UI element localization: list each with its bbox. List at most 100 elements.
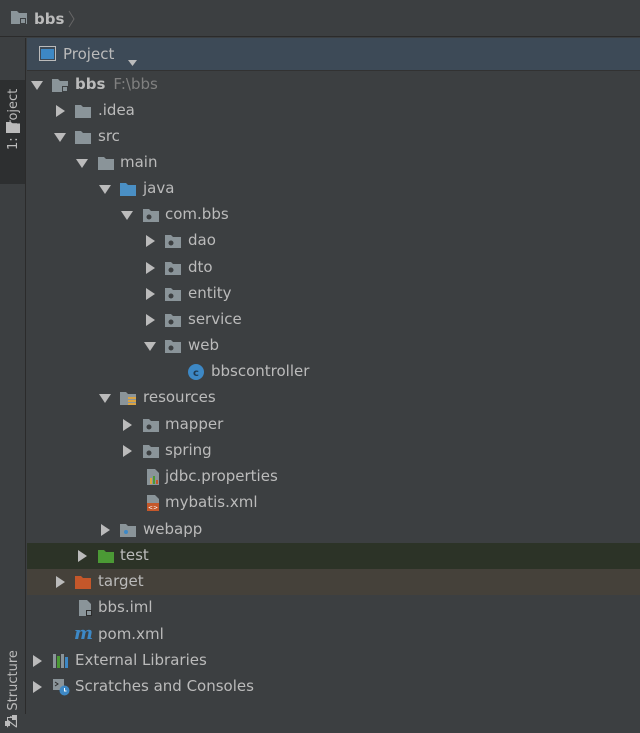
expand-arrow-right-icon[interactable]	[99, 524, 111, 536]
tree-node-label: target	[98, 572, 144, 590]
tree-node-java[interactable]: java	[27, 176, 640, 202]
tree-node-mybatis-xml[interactable]: <> mybatis.xml	[27, 490, 640, 516]
root-path: F:\bbs	[113, 75, 158, 93]
tree-node-label: web	[188, 336, 220, 354]
breadcrumb[interactable]: bbs	[10, 9, 75, 29]
tree-node-label: main	[120, 153, 158, 171]
expand-arrow-down-icon[interactable]	[99, 183, 111, 195]
tree-node-label: java	[143, 179, 175, 197]
tree-node-service[interactable]: service	[27, 307, 640, 333]
tree-node-label: Scratches and Consoles	[75, 677, 254, 695]
panel-title[interactable]: Project	[63, 45, 115, 63]
tree-node-target[interactable]: target	[27, 569, 640, 595]
web-folder-icon	[120, 524, 136, 537]
source-folder-icon	[120, 183, 136, 196]
expand-arrow-right-icon[interactable]	[121, 419, 133, 431]
expand-arrow-right-icon[interactable]	[76, 550, 88, 562]
expand-arrow-down-icon[interactable]	[144, 340, 156, 352]
expand-arrow-right-icon[interactable]	[54, 576, 66, 588]
module-file-icon	[79, 600, 92, 616]
breadcrumb-project-name[interactable]: bbs	[34, 10, 65, 28]
package-icon	[143, 419, 159, 432]
expand-arrow-right-icon[interactable]	[144, 288, 156, 300]
project-panel-header: Project	[27, 38, 640, 71]
tree-node-dao[interactable]: dao	[27, 228, 640, 254]
expand-arrow-right-icon[interactable]	[144, 314, 156, 326]
left-tool-strip: 1: Project Z: Structure	[0, 38, 26, 728]
tree-node-label: webapp	[143, 520, 203, 538]
tree-node-label: entity	[188, 284, 232, 302]
tree-node-label: .idea	[98, 101, 135, 119]
project-folder-icon	[10, 9, 28, 29]
tree-node-scratches[interactable]: Scratches and Consoles	[27, 674, 640, 700]
tree-node-src[interactable]: src	[27, 124, 640, 150]
tree-node-label: External Libraries	[75, 651, 207, 669]
package-icon	[143, 445, 159, 458]
expand-arrow-down-icon[interactable]	[121, 209, 133, 221]
tree-node-label: jdbc.properties	[165, 467, 278, 485]
package-icon	[165, 340, 181, 353]
properties-file-icon	[147, 469, 159, 485]
tree-node-webapp[interactable]: webapp	[27, 517, 640, 543]
package-icon	[165, 314, 181, 327]
tree-node-spring[interactable]: spring	[27, 438, 640, 464]
tree-node-test[interactable]: test	[27, 543, 640, 569]
tree-node-label: dao	[188, 231, 216, 249]
java-class-icon: c	[188, 364, 204, 380]
expand-arrow-down-icon[interactable]	[54, 131, 66, 143]
tree-node-bbscontroller[interactable]: c bbscontroller	[27, 359, 640, 385]
expand-arrow-down-icon[interactable]	[99, 392, 111, 404]
package-icon	[143, 209, 159, 222]
package-icon	[165, 262, 181, 275]
tree-node-web[interactable]: web	[27, 333, 640, 359]
excluded-folder-icon	[75, 576, 91, 589]
expand-arrow-right-icon[interactable]	[31, 681, 43, 693]
expand-arrow-right-icon[interactable]	[121, 445, 133, 457]
expand-arrow-down-icon[interactable]	[76, 157, 88, 169]
package-icon	[165, 235, 181, 248]
tree-node-label: mybatis.xml	[165, 493, 258, 511]
folder-icon	[75, 105, 91, 118]
xml-file-icon: <>	[147, 495, 159, 512]
tree-node-label: src	[98, 127, 120, 145]
expand-arrow-down-icon[interactable]	[31, 79, 43, 91]
chevron-down-icon[interactable]	[128, 52, 137, 70]
tree-node-jdbc-properties[interactable]: jdbc.properties	[27, 464, 640, 490]
project-view-icon	[39, 46, 56, 65]
tree-node-idea[interactable]: .idea	[27, 98, 640, 124]
expand-arrow-right-icon[interactable]	[54, 105, 66, 117]
expand-arrow-right-icon[interactable]	[144, 262, 156, 274]
resources-folder-icon	[120, 392, 136, 405]
tree-node-dto[interactable]: dto	[27, 255, 640, 281]
breadcrumb-separator-icon	[68, 10, 75, 28]
tree-node-bbs-iml[interactable]: bbs.iml	[27, 595, 640, 621]
tree-node-label: mapper	[165, 415, 224, 433]
tree-node-label: service	[188, 310, 242, 328]
tree-node-external-libraries[interactable]: External Libraries	[27, 648, 640, 674]
tree-node-mapper[interactable]: mapper	[27, 412, 640, 438]
tree-node-label: pom.xml	[98, 625, 164, 643]
tree-node-label: com.bbs	[165, 205, 229, 223]
structure-icon	[5, 715, 19, 733]
tree-node-label: bbscontroller	[211, 362, 310, 380]
test-folder-icon	[98, 550, 114, 563]
expand-arrow-right-icon[interactable]	[31, 655, 43, 667]
tree-node-pom-xml[interactable]: m pom.xml	[27, 622, 640, 648]
tree-node-label: resources	[143, 388, 216, 406]
expand-arrow-right-icon[interactable]	[144, 235, 156, 247]
tree-node-resources[interactable]: resources	[27, 385, 640, 411]
folder-icon	[75, 131, 91, 144]
tree-node-main[interactable]: main	[27, 150, 640, 176]
tree-node-label: dto	[188, 258, 213, 276]
package-icon	[165, 288, 181, 301]
tree-node-label: spring	[165, 441, 212, 459]
tree-node-label: test	[120, 546, 149, 564]
svg-text:c: c	[193, 368, 199, 379]
tree-node-entity[interactable]: entity	[27, 281, 640, 307]
tree-node-com-bbs[interactable]: com.bbs	[27, 202, 640, 228]
folder-icon	[98, 157, 114, 170]
module-folder-icon	[52, 79, 68, 92]
svg-text:<>: <>	[148, 505, 158, 512]
